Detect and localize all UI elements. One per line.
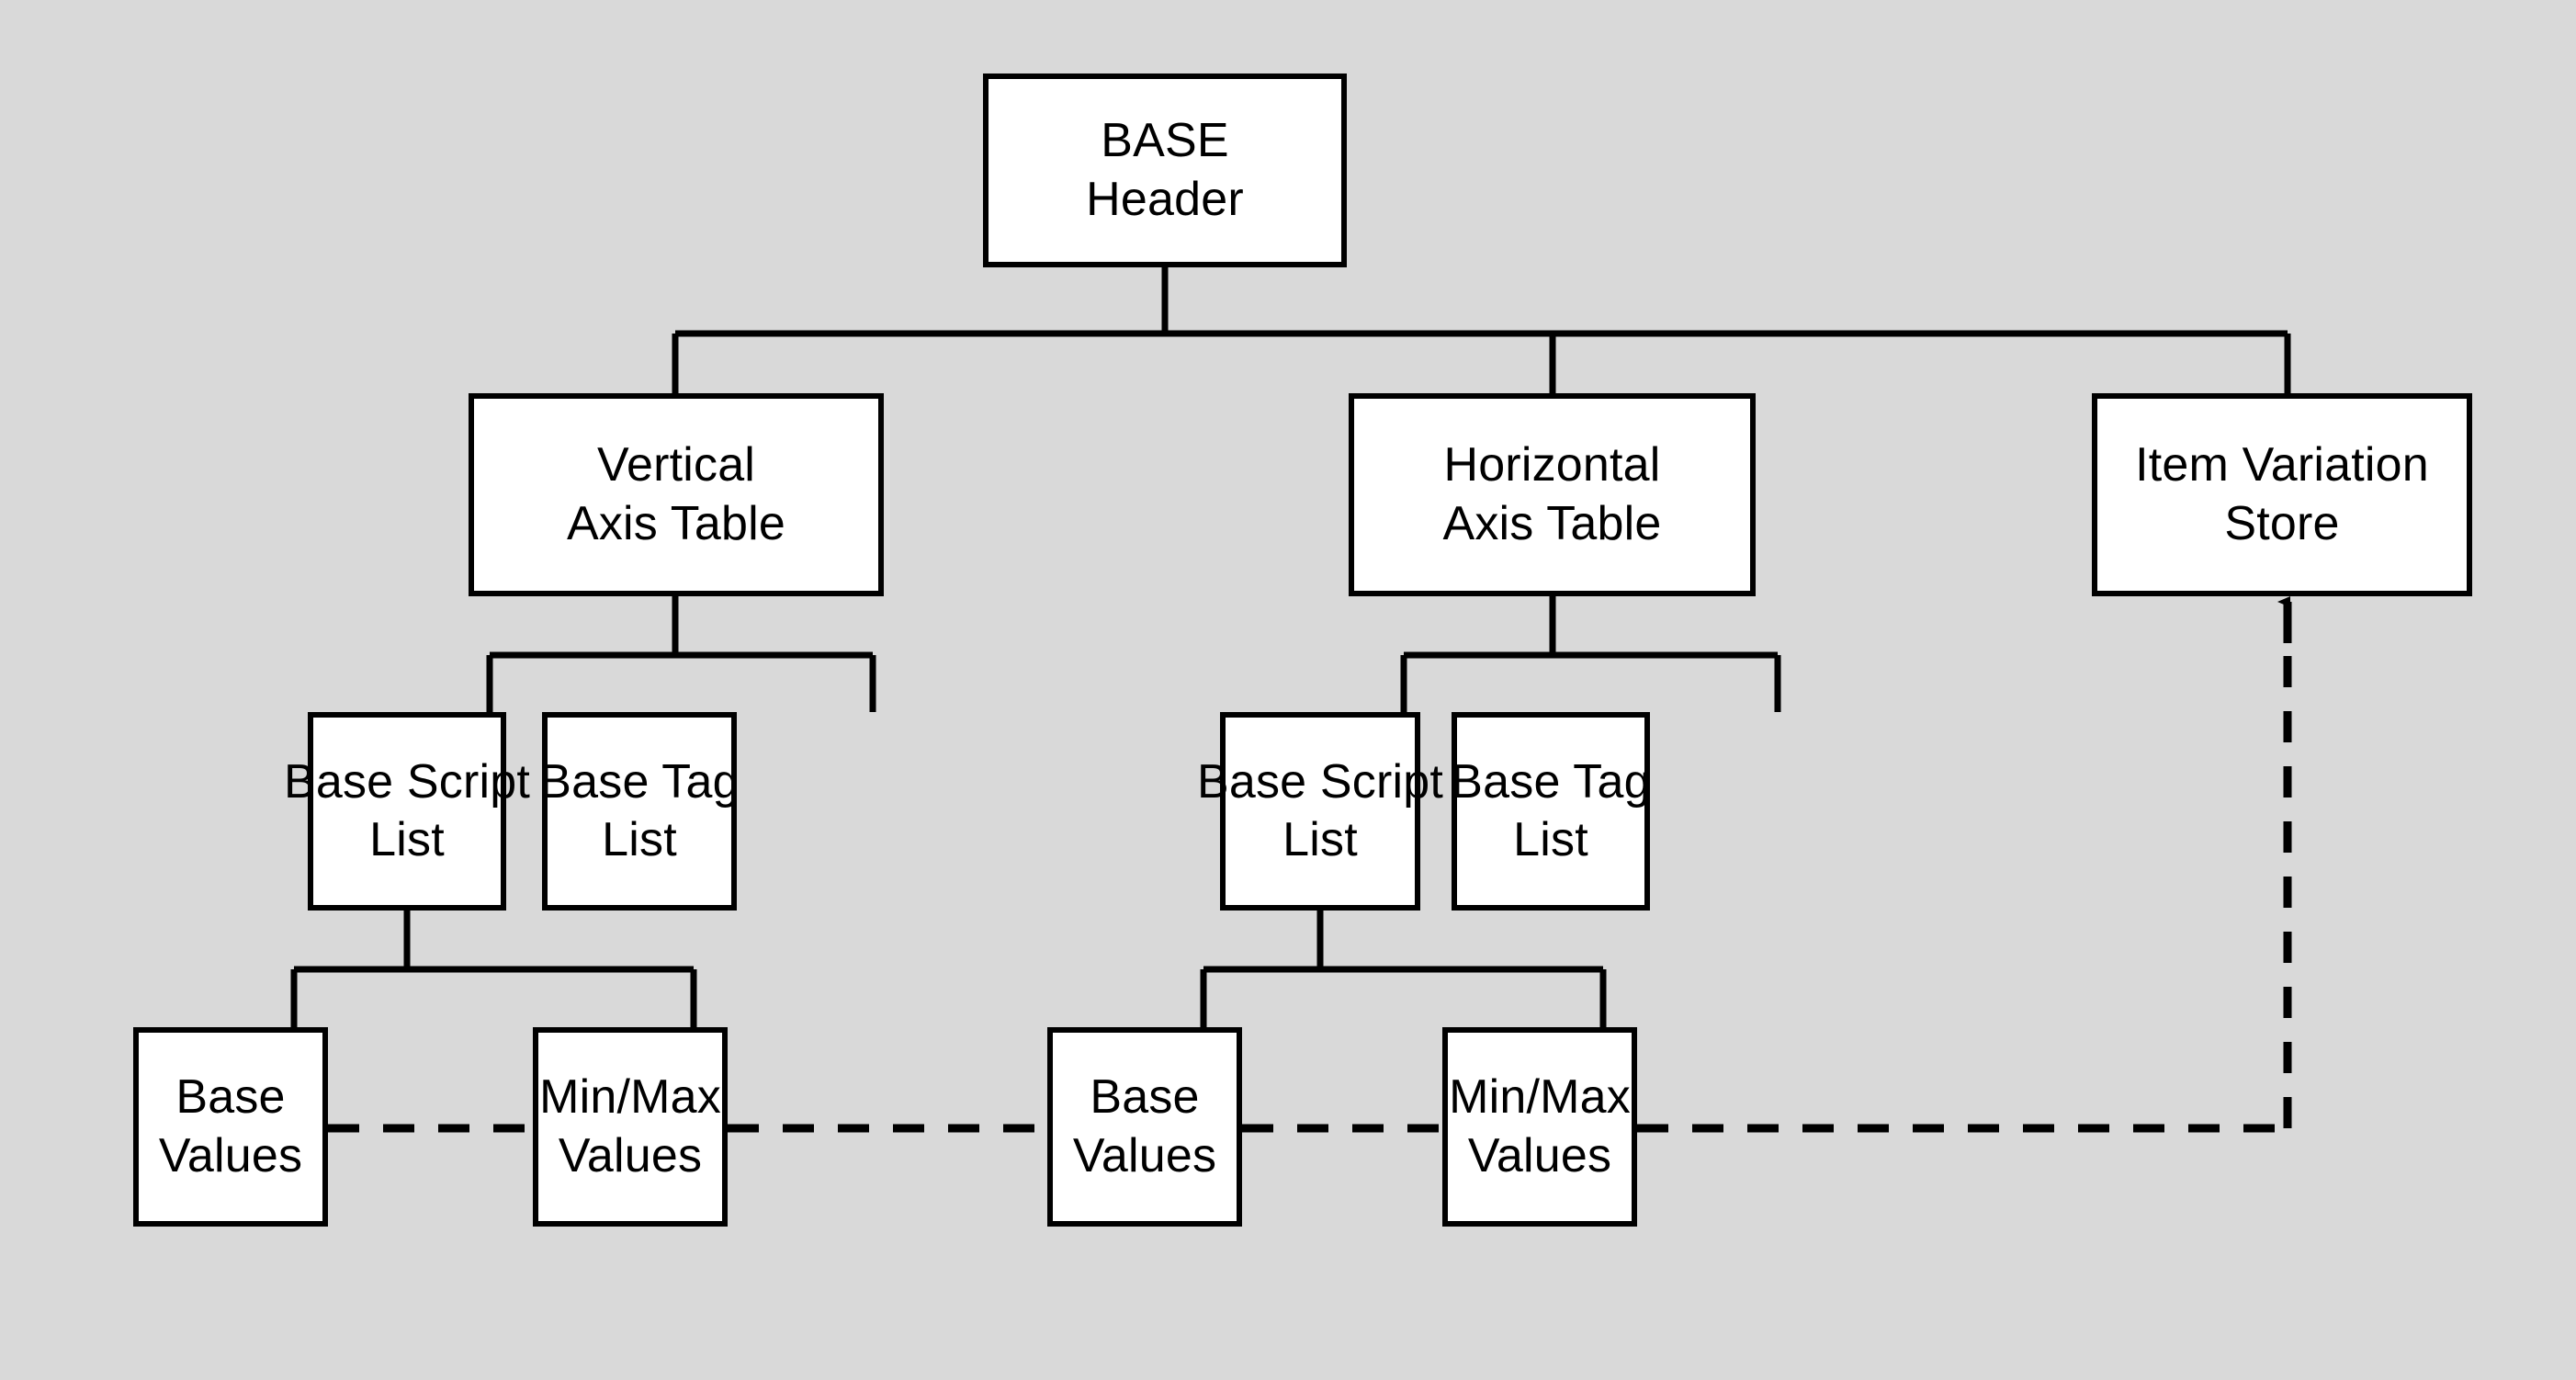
node-vertical-base-tag-list-line2: List — [602, 813, 677, 866]
node-vertical-minmax-values[interactable]: Min/Max Values — [533, 1027, 728, 1227]
node-vertical-base-values-line1: Base — [175, 1070, 286, 1125]
node-horizontal-axis-table-line2: Axis Table — [1442, 496, 1662, 550]
node-horizontal-minmax-values[interactable]: Min/Max Values — [1442, 1027, 1637, 1227]
node-vertical-axis-table-line2: Axis Table — [566, 496, 786, 550]
node-horizontal-base-values-line1: Base — [1090, 1070, 1200, 1125]
node-horizontal-base-script-list-line1: Base Script — [1196, 754, 1444, 809]
node-horizontal-base-values[interactable]: Base Values — [1047, 1027, 1242, 1227]
node-horizontal-minmax-values-line2: Values — [1467, 1128, 1612, 1182]
node-horizontal-base-script-list[interactable]: Base Script List — [1197, 712, 1443, 911]
node-horizontal-minmax-values-line1: Min/Max — [1449, 1070, 1631, 1125]
node-horizontal-base-values-line2: Values — [1072, 1128, 1217, 1182]
node-horizontal-base-tag-list[interactable]: Base Tag List — [1451, 712, 1651, 911]
node-horizontal-base-script-list-line2: List — [1282, 813, 1358, 866]
node-vertical-minmax-values-line1: Min/Max — [539, 1070, 721, 1125]
node-item-variation-store-line2: Store — [2224, 496, 2340, 550]
node-vertical-base-values-line2: Values — [158, 1128, 303, 1182]
node-base-header[interactable]: BASE Header — [983, 74, 1347, 267]
node-horizontal-axis-table-line1: Horizontal — [1443, 438, 1661, 492]
node-horizontal-base-tag-list-line1: Base Tag — [1451, 754, 1651, 809]
node-item-variation-store-line1: Item Variation — [2135, 438, 2429, 492]
node-vertical-base-script-list[interactable]: Base Script List — [284, 712, 530, 911]
node-item-variation-store[interactable]: Item Variation Store — [2092, 393, 2472, 596]
node-horizontal-axis-table[interactable]: Horizontal Axis Table — [1349, 393, 1756, 596]
node-vertical-base-script-list-line2: List — [369, 813, 445, 866]
node-vertical-axis-table[interactable]: Vertical Axis Table — [469, 393, 884, 596]
node-vertical-minmax-values-line2: Values — [558, 1128, 703, 1182]
node-horizontal-base-tag-list-line2: List — [1513, 813, 1588, 866]
node-vertical-base-script-list-line1: Base Script — [283, 754, 531, 809]
node-base-header-line2: Header — [1086, 172, 1244, 226]
node-vertical-base-tag-list[interactable]: Base Tag List — [539, 712, 740, 911]
node-base-header-line1: BASE — [1101, 114, 1229, 168]
node-vertical-base-values[interactable]: Base Values — [133, 1027, 328, 1227]
node-vertical-axis-table-line1: Vertical — [596, 438, 756, 492]
node-vertical-base-tag-list-line1: Base Tag — [539, 754, 740, 809]
